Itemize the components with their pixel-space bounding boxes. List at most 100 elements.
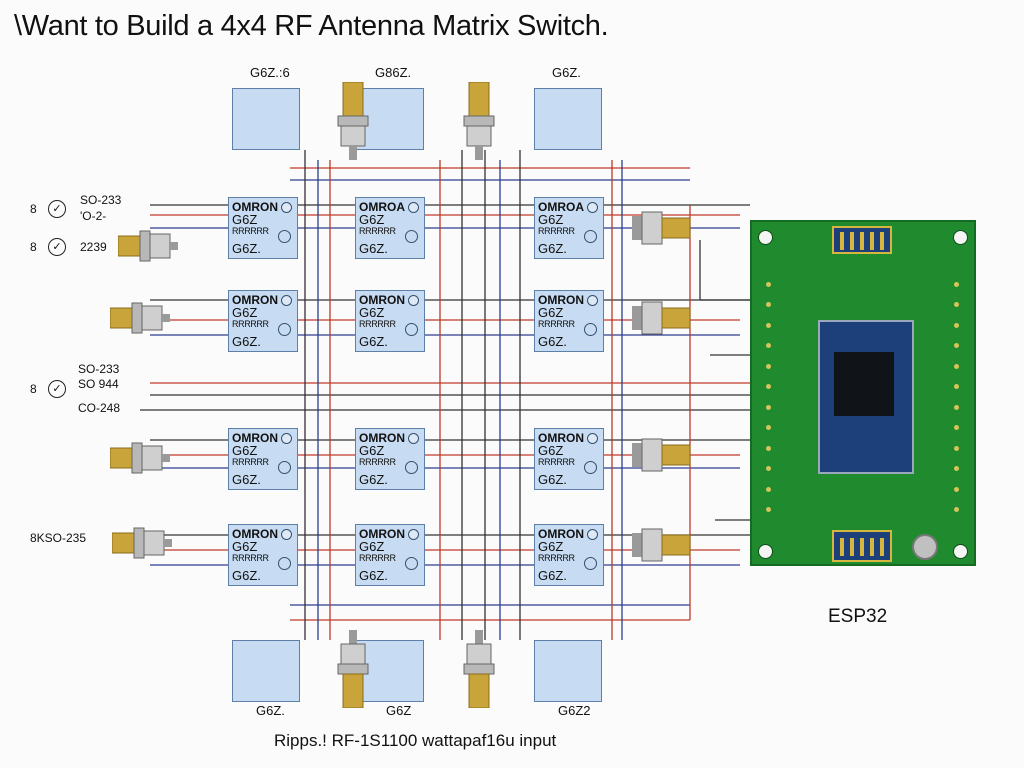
relay-model: G6Z [359, 212, 385, 227]
top-relay-module-3 [534, 88, 602, 150]
bottom-relay-module-3 [534, 640, 602, 702]
mount-hole [953, 230, 968, 245]
relay-r4-c1: OMRON G6Z RRRRRR G6Z. [228, 524, 298, 586]
bottom-label-3: G6Z2 [558, 703, 591, 718]
relay-pinrow: RRRRRR [538, 457, 575, 467]
relay-part: G6Z. [232, 472, 261, 487]
relay-brand: OMRON [538, 527, 584, 541]
relay-pinrow: RRRRRR [538, 319, 575, 329]
relay-brand: OMROA [359, 200, 405, 214]
relay-model: G6Z [538, 443, 564, 458]
relay-coil-icon [278, 230, 291, 243]
relay-brand: OMRON [232, 527, 278, 541]
left-sma-connector-1 [118, 230, 178, 262]
relay-coil-icon [278, 557, 291, 570]
left-sma-connector-3 [110, 442, 170, 474]
relay-coil-icon [584, 323, 597, 336]
relay-part: G6Z. [359, 568, 388, 583]
right-pad-column [954, 282, 964, 512]
relay-model: G6Z [359, 539, 385, 554]
top-sma-connector-2 [463, 82, 495, 160]
relay-part: G6Z. [359, 241, 388, 256]
relay-pinrow: RRRRRR [232, 457, 269, 467]
relay-model: G6Z [538, 305, 564, 320]
relay-pinrow: RRRRRR [232, 553, 269, 563]
relay-coil-icon [584, 461, 597, 474]
relay-r3-c2: OMRON G6Z RRRRRR G6Z. [355, 428, 425, 490]
relay-knob-icon [408, 202, 419, 213]
relay-brand: OMRON [538, 431, 584, 445]
top-label-2: G86Z. [375, 65, 412, 80]
relay-knob-icon [408, 529, 419, 540]
relay-part: G6Z. [538, 241, 567, 256]
left-sma-connector-2 [110, 302, 170, 334]
bottom-label-2: G6Z [386, 703, 412, 718]
relay-r2-c3: OMRON G6Z RRRRRR G6Z. [534, 290, 604, 352]
relay-coil-icon [405, 230, 418, 243]
relay-r1-c3: OMROA G6Z RRRRRR G6Z. [534, 197, 604, 259]
left-row3-a: SO-233 [78, 362, 120, 376]
relay-r4-c3: OMRON G6Z RRRRRR G6Z. [534, 524, 604, 586]
left-row3-num: 8 [30, 382, 37, 396]
relay-coil-icon [405, 323, 418, 336]
relay-r1-c2: OMROA G6Z RRRRRR G6Z. [355, 197, 425, 259]
relay-brand: OMRON [232, 200, 278, 214]
left-row3-c: CO-248 [78, 401, 121, 415]
left-indicator-2: ✓ [48, 238, 66, 256]
left-row4: 8KSO-235 [30, 531, 87, 545]
relay-r3-c3: OMRON G6Z RRRRRR G6Z. [534, 428, 604, 490]
relay-part: G6Z. [538, 568, 567, 583]
relay-pinrow: RRRRRR [359, 553, 396, 563]
mount-hole [758, 230, 773, 245]
relay-brand: OMRON [538, 293, 584, 307]
top-label-1: G6Z.:6 [250, 65, 290, 80]
relay-knob-icon [281, 295, 292, 306]
relay-brand: OMRON [359, 293, 405, 307]
relay-pinrow: RRRRRR [538, 226, 575, 236]
relay-part: G6Z. [232, 241, 261, 256]
relay-knob-icon [587, 295, 598, 306]
bottom-sma-connector-2 [463, 630, 495, 708]
relay-model: G6Z [359, 305, 385, 320]
bottom-sma-connector-1 [337, 630, 369, 708]
relay-model: G6Z [232, 443, 258, 458]
relay-knob-icon [281, 202, 292, 213]
left-row1-b: 'O-2- [80, 209, 107, 223]
relay-pinrow: RRRRRR [359, 319, 396, 329]
antenna-icon [832, 226, 892, 254]
relay-knob-icon [587, 433, 598, 444]
relay-r2-c1: OMRON G6Z RRRRRR G6Z. [228, 290, 298, 352]
diagram-title: \Want to Build a 4x4 RF Antenna Matrix S… [14, 10, 609, 42]
relay-part: G6Z. [232, 334, 261, 349]
top-sma-connector-1 [337, 82, 369, 160]
bottom-relay-module-1 [232, 640, 300, 702]
relay-brand: OMROA [538, 200, 584, 214]
relay-model: G6Z [359, 443, 385, 458]
relay-model: G6Z [232, 212, 258, 227]
relay-r1-c1: OMRON G6Z RRRRRR G6Z. [228, 197, 298, 259]
relay-model: G6Z [232, 539, 258, 554]
relay-knob-icon [587, 529, 598, 540]
left-row1-num: 8 [30, 202, 37, 216]
top-label-3: G6Z. [552, 65, 581, 80]
left-row2-val: 2239 [80, 240, 107, 254]
chip-die [834, 352, 894, 416]
relay-model: G6Z [232, 305, 258, 320]
relay-coil-icon [278, 461, 291, 474]
esp32-board [750, 220, 976, 566]
relay-coil-icon [584, 230, 597, 243]
relay-pinrow: RRRRRR [359, 457, 396, 467]
relay-coil-icon [405, 461, 418, 474]
left-row1-a: SO-233 [80, 193, 122, 207]
relay-part: G6Z. [359, 472, 388, 487]
relay-pinrow: RRRRRR [538, 553, 575, 563]
relay-knob-icon [408, 295, 419, 306]
right-sma-connector-1 [632, 211, 691, 245]
esp32-label: ESP32 [828, 606, 888, 627]
left-sma-connector-4 [112, 527, 172, 559]
relay-knob-icon [587, 202, 598, 213]
relay-knob-icon [281, 529, 292, 540]
antenna-icon [832, 530, 892, 562]
left-row3-b: SO 944 [78, 377, 119, 391]
relay-pinrow: RRRRRR [232, 319, 269, 329]
